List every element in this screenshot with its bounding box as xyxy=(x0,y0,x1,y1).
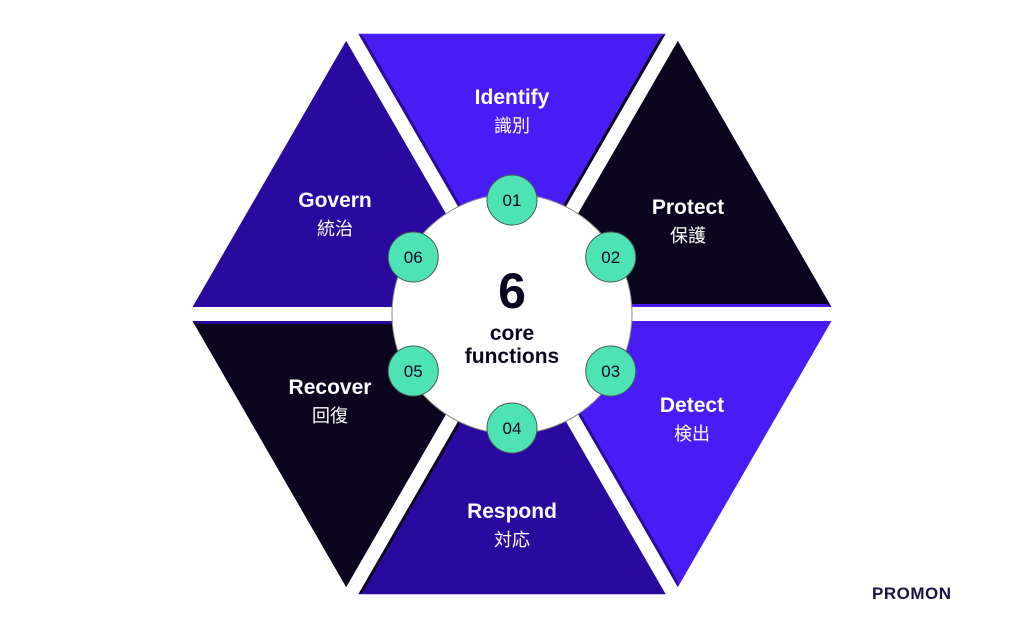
segment-sublabel: 対応 xyxy=(494,530,530,550)
center-line2: functions xyxy=(465,345,560,368)
badge-number: 05 xyxy=(404,362,423,381)
segment-sublabel: 検出 xyxy=(674,424,710,444)
number-badge xyxy=(486,402,538,454)
segment-label: Respond xyxy=(467,500,557,523)
segment-label: Govern xyxy=(298,189,372,212)
segment-sublabel: 統治 xyxy=(317,219,353,239)
badge-number: 04 xyxy=(503,419,522,438)
badge-number: 06 xyxy=(404,248,423,267)
segment-label: Protect xyxy=(652,196,724,219)
number-badge xyxy=(486,174,538,226)
segment-label: Detect xyxy=(660,394,724,417)
number-badge xyxy=(387,345,439,397)
segment-sublabel: 回復 xyxy=(312,406,348,426)
segment-label: Recover xyxy=(289,376,372,399)
badge-number: 03 xyxy=(601,362,620,381)
badge-number: 02 xyxy=(601,248,620,267)
segment-label: Identify xyxy=(475,86,550,109)
number-badge xyxy=(585,231,637,283)
center-line1: core xyxy=(490,322,534,345)
segment-sublabel: 保護 xyxy=(670,226,706,246)
number-badge xyxy=(585,345,637,397)
number-badge xyxy=(387,231,439,283)
segment-sublabel: 識別 xyxy=(494,116,530,136)
center-number: 6 xyxy=(498,263,526,319)
badge-number: 01 xyxy=(503,191,522,210)
brand-logo: PROMON xyxy=(872,584,952,603)
